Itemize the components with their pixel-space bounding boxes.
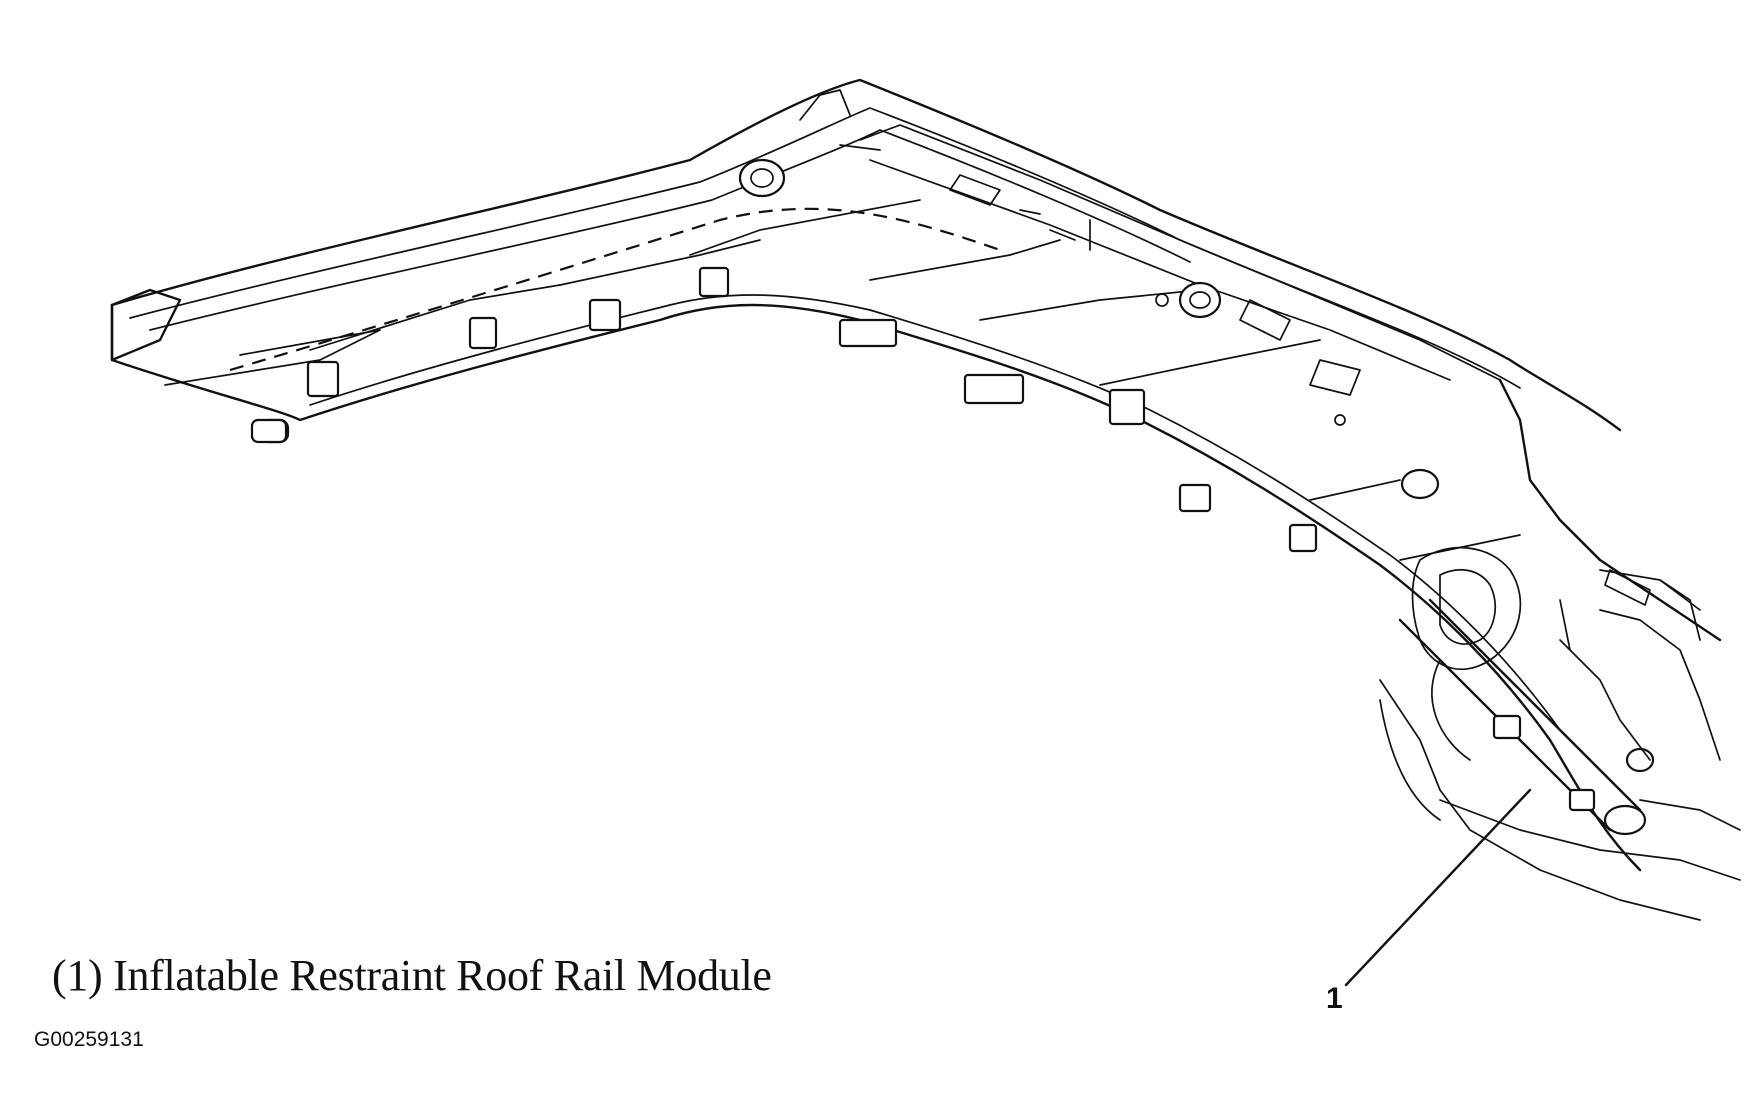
front-end-cap [110,288,288,444]
rail-attachment-clips [258,266,1318,553]
rail-clip [468,316,498,350]
rail-clip [1288,523,1318,553]
figure-id: G00259131 [34,1028,144,1051]
misc-details [799,89,1651,606]
rail-clip [1108,388,1146,426]
lower-body-rail [110,303,1642,872]
lower-body-rail-inner [309,294,1561,731]
roof-rail-module-tube [1398,598,1647,836]
rail-clip [838,318,898,348]
rail-clip [306,360,340,398]
callout-number-1: 1 [1326,982,1343,1015]
upper-bracket-strip [859,124,1501,381]
grommets [738,158,1655,773]
rail-clip [588,298,622,332]
figure-caption: (1) Inflatable Restraint Roof Rail Modul… [52,951,772,1000]
rail-clip [963,373,1025,405]
callout-1-leader [1344,788,1532,987]
roof-panel-outer-edge [110,78,1622,432]
rear-pillar-structure [1379,378,1741,921]
fastener-guides [164,199,1521,561]
install-guide-dashed-line [229,207,1001,372]
roof-flange-line [149,129,1191,331]
rail-clip [698,266,730,298]
roof-panel-inner-edge [129,107,1521,389]
rail-clip [1178,483,1212,513]
